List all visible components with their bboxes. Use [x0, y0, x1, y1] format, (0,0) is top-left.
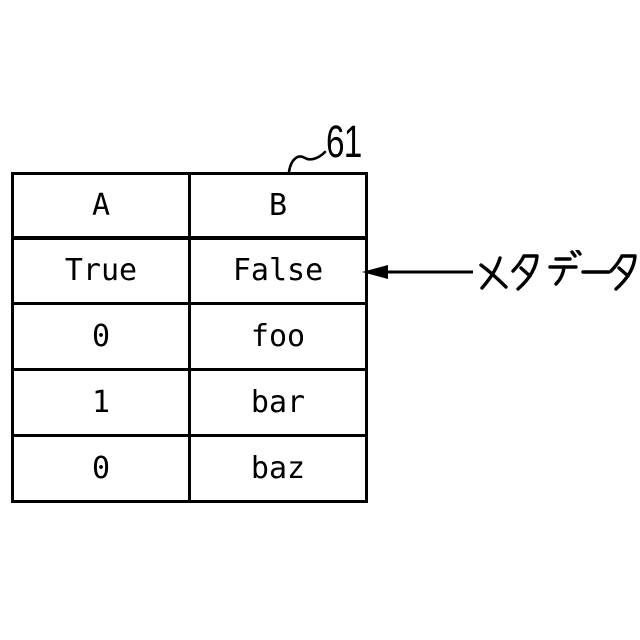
table-row: True False	[11, 236, 368, 305]
table-cell: 0	[11, 434, 191, 503]
metadata-table: A B True False 0 foo 1 bar 0 baz	[11, 172, 368, 503]
column-header-a: A	[11, 172, 191, 240]
header-row: A B	[11, 172, 368, 240]
metadata-annotation	[479, 250, 637, 291]
table-row: 1 bar	[11, 368, 368, 437]
table-cell: True	[11, 236, 191, 305]
reference-leader-line	[287, 150, 327, 174]
table-row: 0 foo	[11, 302, 368, 371]
table-cell: baz	[188, 434, 368, 503]
table-cell: 1	[11, 368, 191, 437]
table-row: 0 baz	[11, 434, 368, 503]
left-arrow-icon	[362, 265, 473, 279]
table-cell: 0	[11, 302, 191, 371]
figure-reference-number: 61	[326, 116, 362, 167]
column-header-b: B	[188, 172, 368, 240]
metadata-annotation-text: メタデータ	[0, 0, 1, 1]
table-cell: bar	[188, 368, 368, 437]
table-cell: False	[188, 236, 368, 305]
table-cell: foo	[188, 302, 368, 371]
